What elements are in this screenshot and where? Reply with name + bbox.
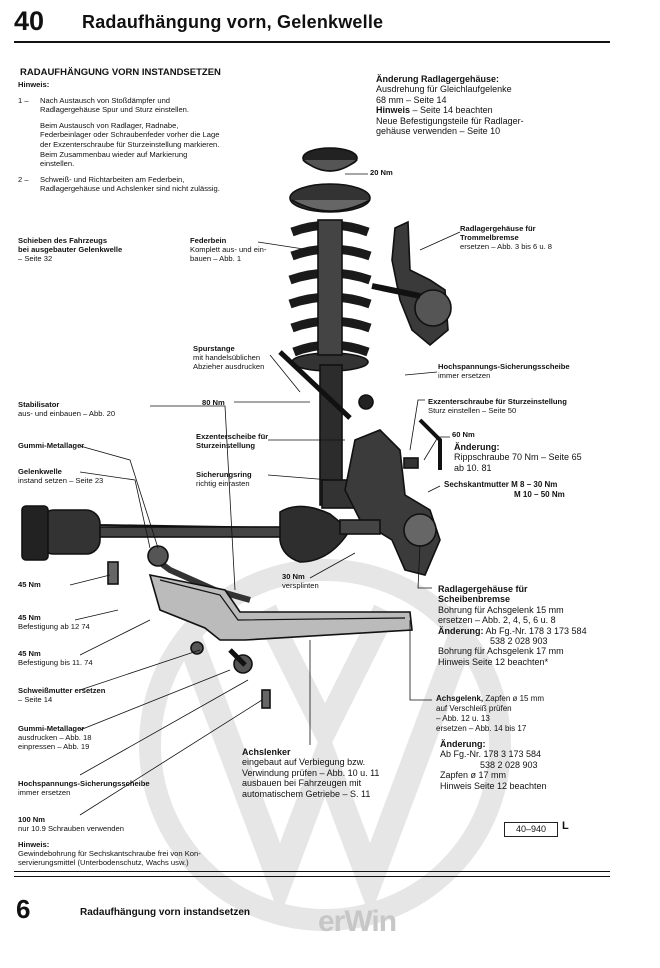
bottom-hint: Hinweis: Gewindebohrung für Sechskantsch… — [18, 840, 201, 868]
label-hochspannung-2: Hochspannungs-Sicherungsscheibe immer er… — [18, 779, 150, 798]
label-achsgelenk: Achsgelenk, Zapfen ø 15 mm auf Verschlei… — [436, 694, 545, 733]
label-gelenkwelle: Gelenkwelle instand setzen – Seite 23 — [18, 467, 104, 486]
label-aenderung-zapfen: Änderung: Ab Fg.-Nr. 178 3 173 584 538 2… — [440, 739, 547, 791]
header-rule — [14, 41, 610, 43]
footer-rule-2 — [14, 876, 610, 877]
label-spurstange: Spurstange mit handelsüblichen Abzieher … — [193, 344, 265, 372]
hint-block: Hinweis: 1 – Nach Austausch von Stoßdämp… — [18, 80, 223, 194]
figure-suffix: L — [562, 820, 569, 832]
label-exzenterschraube: Exzenterschraube für Sturzeinstellung St… — [428, 397, 567, 416]
erwin-logo: erWin — [318, 905, 397, 938]
label-gummi-metallager-1: Gummi-Metallager — [18, 441, 85, 450]
label-sicherungsring: Sicherungsring richtig einrasten — [196, 470, 252, 489]
label-80nm: 80 Nm — [202, 398, 225, 407]
section-title: RADAUFHÄNGUNG VORN INSTANDSETZEN — [20, 67, 221, 78]
label-45nm-c: 45 Nm Befestigung bis 11. 74 — [18, 649, 93, 668]
label-stabilisator: Stabilisator aus- und einbauen – Abb. 20 — [18, 400, 116, 419]
label-aenderung-radlagergehaeuse: Änderung Radlagergehäuse: Ausdrehung für… — [376, 74, 524, 137]
label-20nm: 20 Nm — [370, 168, 393, 177]
label-100nm: 100 Nm nur 10.9 Schrauben verwenden — [18, 815, 124, 834]
label-schieben: Schieben des Fahrzeugs bei ausgebauter G… — [18, 236, 123, 264]
hint-heading: Hinweis: — [18, 80, 50, 89]
label-30nm: 30 Nm versplinten — [282, 572, 319, 591]
hint-item-1b: Beim Austausch von Radlager, Radnabe, Fe… — [40, 120, 220, 169]
page-title: Radaufhängung vorn, Gelenkwelle — [82, 12, 384, 32]
label-sechskantmutter: Sechskantmutter M 8 – 30 Nm M 10 – 50 Nm — [444, 480, 565, 500]
label-achslenker: Achslenker eingebaut auf Verbiegung bzw.… — [242, 747, 380, 799]
footer-rule — [14, 871, 610, 872]
label-45nm-a: 45 Nm — [18, 580, 41, 589]
hint-item-2: 2 – Schweiß- und Richtarbeiten am Federb… — [18, 174, 220, 194]
label-federbein: Federbein Komplett aus- und ein- bauen –… — [190, 236, 267, 264]
label-scheibenbremse: Radlagergehäuse für Scheibenbremse Bohru… — [438, 584, 587, 667]
figure-code: 40–940 — [504, 822, 558, 837]
label-exzenterscheibe: Exzenterscheibe für Sturzeinstellung — [196, 432, 269, 451]
hint-item-1: 1 – Nach Austausch von Stoßdämpfer und R… — [18, 95, 190, 115]
label-gummi-metallager-2: Gummi-Metallager ausdrucken – Abb. 18 ei… — [18, 724, 92, 752]
footer-page-number: 6 — [16, 894, 31, 924]
footer-title: Radaufhängung vorn instandsetzen — [80, 907, 251, 918]
label-60nm: 60 Nm — [452, 430, 475, 439]
label-aenderung-ripp: Änderung: Rippschraube 70 Nm – Seite 65 … — [454, 442, 582, 473]
label-45nm-b: 45 Nm Befestigung ab 12 74 — [18, 613, 90, 632]
label-hochspannung-1: Hochspannungs-Sicherungsscheibe immer er… — [438, 362, 570, 381]
label-trommelbremse: Radlagergehäuse für Trommelbremse ersetz… — [460, 224, 553, 252]
chapter-number: 40 — [14, 6, 45, 36]
label-schweissmutter: Schweißmutter ersetzen – Seite 14 — [18, 686, 106, 705]
